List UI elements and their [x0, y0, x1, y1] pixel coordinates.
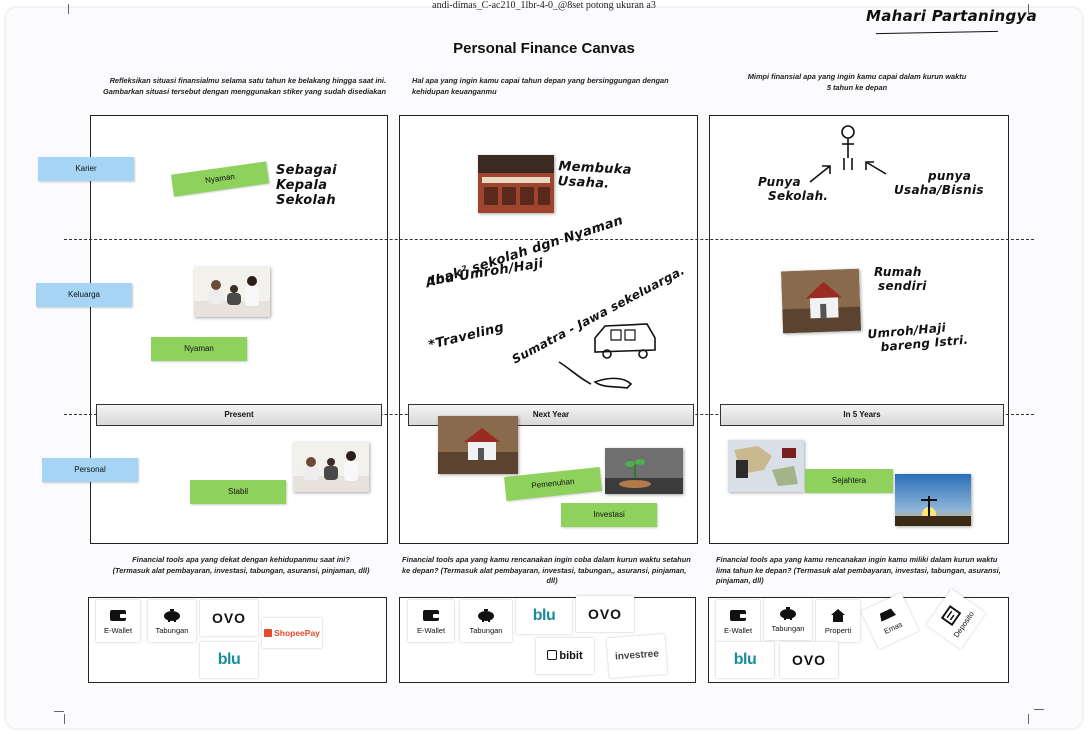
family-photo	[194, 267, 270, 317]
tool-properti: Properti	[816, 600, 860, 642]
travel-photo	[728, 440, 804, 492]
page-title: Personal Finance Canvas	[453, 40, 635, 57]
family-photo-2	[293, 442, 369, 492]
crop-mark	[68, 4, 69, 14]
sticker-next-personal-2: Investasi	[561, 503, 657, 527]
crop-mark	[1028, 714, 1029, 724]
tool-blu-next: blu	[516, 598, 572, 634]
author-signature: Mahari Partaningya	[866, 7, 1037, 25]
row-divider-karier	[64, 239, 1034, 240]
wallet-icon	[730, 610, 746, 621]
five-years-prompt: Mimpi finansial apa yang ingin kamu capa…	[747, 72, 967, 92]
house-icon	[831, 609, 845, 622]
tool-deposito: Deposito	[926, 588, 986, 650]
next-year-tools-prompt: Financial tools apa yang kamu rencanakan…	[402, 555, 691, 586]
tool-tabungan-next: Tabungan	[460, 600, 512, 642]
wallet-icon	[423, 610, 439, 621]
tool-blu-five: blu	[716, 642, 774, 678]
tool-ovo-next: OVO	[576, 596, 634, 632]
plant-coins-photo	[605, 448, 683, 494]
shopping-bag-icon	[264, 629, 273, 637]
present-divider-label: Present	[96, 404, 382, 426]
gold-bar-icon	[879, 608, 896, 622]
tool-bibit: bibit	[536, 638, 594, 674]
tool-ovo: OVO	[200, 600, 258, 636]
stick-figure-doodle	[808, 124, 888, 189]
handwriting-next-karier: Membuka Usaha.	[557, 159, 633, 192]
sticker-present-personal: Stabil	[190, 480, 286, 504]
bibit-logo-icon	[547, 650, 558, 660]
house-photo	[438, 416, 518, 474]
row-label-karier: Karier	[38, 157, 134, 181]
five-years-divider-label: In 5 Years	[720, 404, 1004, 426]
sticker-five-personal: Sejahtera	[805, 469, 893, 493]
piggy-bank-icon	[478, 609, 494, 622]
tool-shopeepay: ShopeePay	[262, 618, 322, 648]
cafe-photo	[478, 155, 554, 213]
crop-mark	[54, 711, 64, 712]
tool-ewallet-next: E-Wallet	[408, 600, 454, 642]
car-and-map-doodle	[555, 318, 670, 403]
present-prompt: Refleksikan situasi finansialmu selama s…	[103, 76, 386, 96]
tool-ewallet: E-Wallet	[96, 600, 140, 642]
wallet-icon	[110, 610, 126, 621]
tool-tabungan: Tabungan	[148, 600, 196, 642]
house-photo-2	[780, 268, 862, 334]
handwriting-present-karier: Sebagai Kepala Sekolah	[276, 163, 337, 208]
next-year-prompt: Hal apa yang ingin kamu capai tahun depa…	[412, 76, 669, 96]
tool-investree: investree	[606, 634, 668, 678]
piggy-bank-icon	[164, 609, 180, 622]
piggy-bank-icon	[780, 607, 796, 620]
handwriting-five-karier-right: punya Usaha/Bisnis	[894, 169, 984, 197]
certificate-icon	[940, 604, 962, 627]
tool-emas: Emas	[861, 592, 919, 650]
tool-ewallet-five: E-Wallet	[716, 600, 760, 642]
row-label-personal: Personal	[42, 458, 138, 482]
row-label-keluarga: Keluarga	[36, 283, 132, 307]
present-tools-prompt: Financial tools apa yang dekat dengan ke…	[112, 555, 370, 575]
file-code-header: andi-dimas_C-ac210_1lbr-4-0_@8set potong…	[432, 0, 656, 11]
sunset-photo	[895, 474, 971, 526]
crop-mark	[64, 714, 65, 724]
tool-ovo-five: OVO	[780, 642, 838, 678]
tool-tabungan-five: Tabungan	[764, 598, 812, 640]
crop-mark	[1028, 4, 1029, 14]
handwriting-five-karier-left: Punya Sekolah.	[758, 175, 829, 203]
crop-mark	[1034, 709, 1044, 710]
tool-blu: blu	[200, 642, 258, 678]
five-years-tools-prompt: Financial tools apa yang kamu rencanakan…	[716, 555, 1001, 586]
sticker-present-keluarga: Nyaman	[151, 337, 247, 361]
handwriting-five-keluarga-1: Rumah sendiri	[874, 265, 927, 293]
